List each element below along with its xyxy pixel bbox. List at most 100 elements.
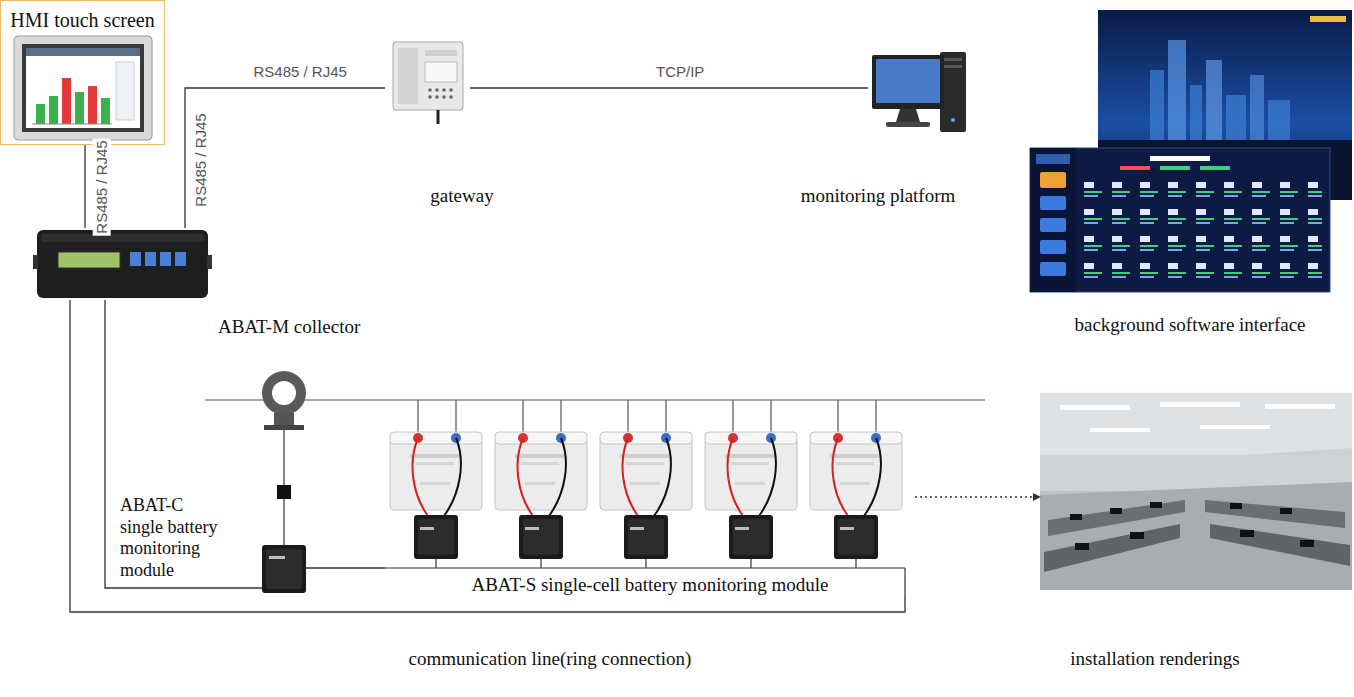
gateway-image: [393, 42, 463, 124]
software-screenshot: background software interface: [1028, 8, 1352, 294]
node-text: HMI touch screen: [10, 8, 154, 32]
current-sensor-image: [262, 371, 306, 415]
hmi-screen-image: [14, 36, 152, 140]
collector-image: [145, 252, 156, 266]
installation-photo: [1130, 532, 1144, 539]
installation-photo: [1200, 425, 1270, 429]
software-screenshot-image: [1150, 156, 1210, 161]
software-screenshot-image: [1040, 218, 1066, 232]
software-screenshot-image: [1250, 75, 1264, 140]
current-sensor-image: [274, 413, 294, 427]
connector-line: [185, 88, 385, 228]
computer-image: [886, 122, 930, 127]
battery-row: [810, 400, 902, 568]
gateway-image: [393, 42, 463, 110]
node-text: ABAT-C single battery monitoring module: [120, 495, 226, 581]
collector-image: [33, 230, 212, 298]
gateway-image: [435, 88, 439, 92]
installation-photo: [1205, 500, 1345, 528]
software-screenshot-image: [1206, 60, 1222, 140]
installation-photo: [1230, 503, 1242, 509]
software-screenshot-image: [1200, 166, 1230, 170]
hmi-screen-image: [26, 48, 140, 56]
current-sensor-image: [262, 371, 306, 545]
interface-label: RS485 / RJ45: [191, 111, 209, 208]
collector-image: [58, 252, 120, 268]
busbar-wire: [205, 399, 985, 400]
software-screenshot-image: [1268, 100, 1290, 140]
software-screenshot-image: [1040, 196, 1066, 210]
current-sensor-image: [272, 381, 296, 405]
computer-image: [872, 52, 966, 132]
gateway-image: [398, 48, 418, 104]
hmi-screen-image: [101, 98, 110, 124]
hmi-screen-image: [14, 36, 152, 140]
hmi-screen-image: [116, 62, 134, 120]
battery-row: [600, 400, 692, 568]
gateway-image: [449, 95, 453, 99]
collector-image: [41, 234, 204, 242]
software-screenshot-image: [1310, 16, 1346, 22]
software-screenshot-image: [1120, 166, 1150, 170]
connector-line: [70, 300, 905, 612]
computer-image: [896, 109, 920, 122]
gateway-image: [437, 110, 440, 124]
connector-line: [306, 567, 385, 568]
computer-image: [872, 55, 944, 109]
battery-row: [705, 400, 797, 568]
installation-photo: [1040, 393, 1352, 590]
software-screenshot-image: [1040, 172, 1066, 188]
hmi-screen-image: [75, 92, 84, 124]
hmi-screen-image: [22, 44, 144, 132]
node-text: monitoring platform: [778, 185, 978, 208]
installation-photo: [1280, 508, 1292, 514]
connector-line: [105, 300, 262, 588]
computer-image: [951, 118, 955, 122]
gateway-image: [428, 88, 432, 92]
software-screenshot-image: [1040, 262, 1066, 276]
hmi-screen-image: [32, 124, 112, 125]
current-sensor-image: [264, 425, 304, 430]
installation-photo-frame: installation renderings: [1040, 393, 1352, 590]
monitoring-computer: monitoring platform: [868, 48, 970, 140]
software-screenshot-image: [1082, 180, 1322, 288]
node-text: background software interface: [1040, 314, 1340, 337]
installation-photo: [1265, 404, 1335, 409]
software-screenshot-image: [1030, 148, 1330, 292]
abat-c-device-image: [269, 556, 285, 559]
computer-image: [876, 59, 940, 103]
abat-c-device-image: [262, 545, 306, 593]
abat-s-module-row: ABAT-S single-cell battery monitoring mo…: [385, 425, 915, 595]
hmi-screen-image: [49, 96, 58, 124]
collector-image: [37, 230, 208, 298]
battery-row: [385, 400, 905, 595]
software-screenshot-image: [1036, 154, 1070, 164]
installation-photo: [1090, 428, 1150, 432]
connector-line: [84, 145, 85, 228]
installation-photo: [1210, 524, 1350, 566]
installation-photo: [1060, 405, 1130, 410]
installation-photo: [1040, 482, 1352, 590]
hmi-screen-image: [36, 104, 45, 124]
gateway-device: gateway: [385, 38, 470, 116]
software-screenshot-image: [1150, 70, 1164, 140]
gateway-image: [428, 95, 432, 99]
software-screenshot-image: [1030, 10, 1352, 292]
gateway-image: [425, 62, 457, 82]
gateway-image: [425, 50, 457, 56]
node-text: installation renderings: [1035, 648, 1275, 671]
battery-row: [385, 567, 905, 568]
battery-row: [904, 568, 905, 595]
node-text: gateway: [402, 185, 522, 208]
connector-line: [470, 87, 868, 88]
collector-image: [160, 252, 171, 266]
installation-photo: [1070, 514, 1082, 520]
busbar-wire: [205, 400, 985, 401]
abat-c-device-image: [262, 545, 306, 593]
installation-photo: [1110, 508, 1122, 514]
installation-photo: [1150, 502, 1162, 508]
abat-c-module: ABAT-C single battery monitoring module: [262, 545, 306, 593]
software-screenshot-image: [1030, 148, 1076, 292]
